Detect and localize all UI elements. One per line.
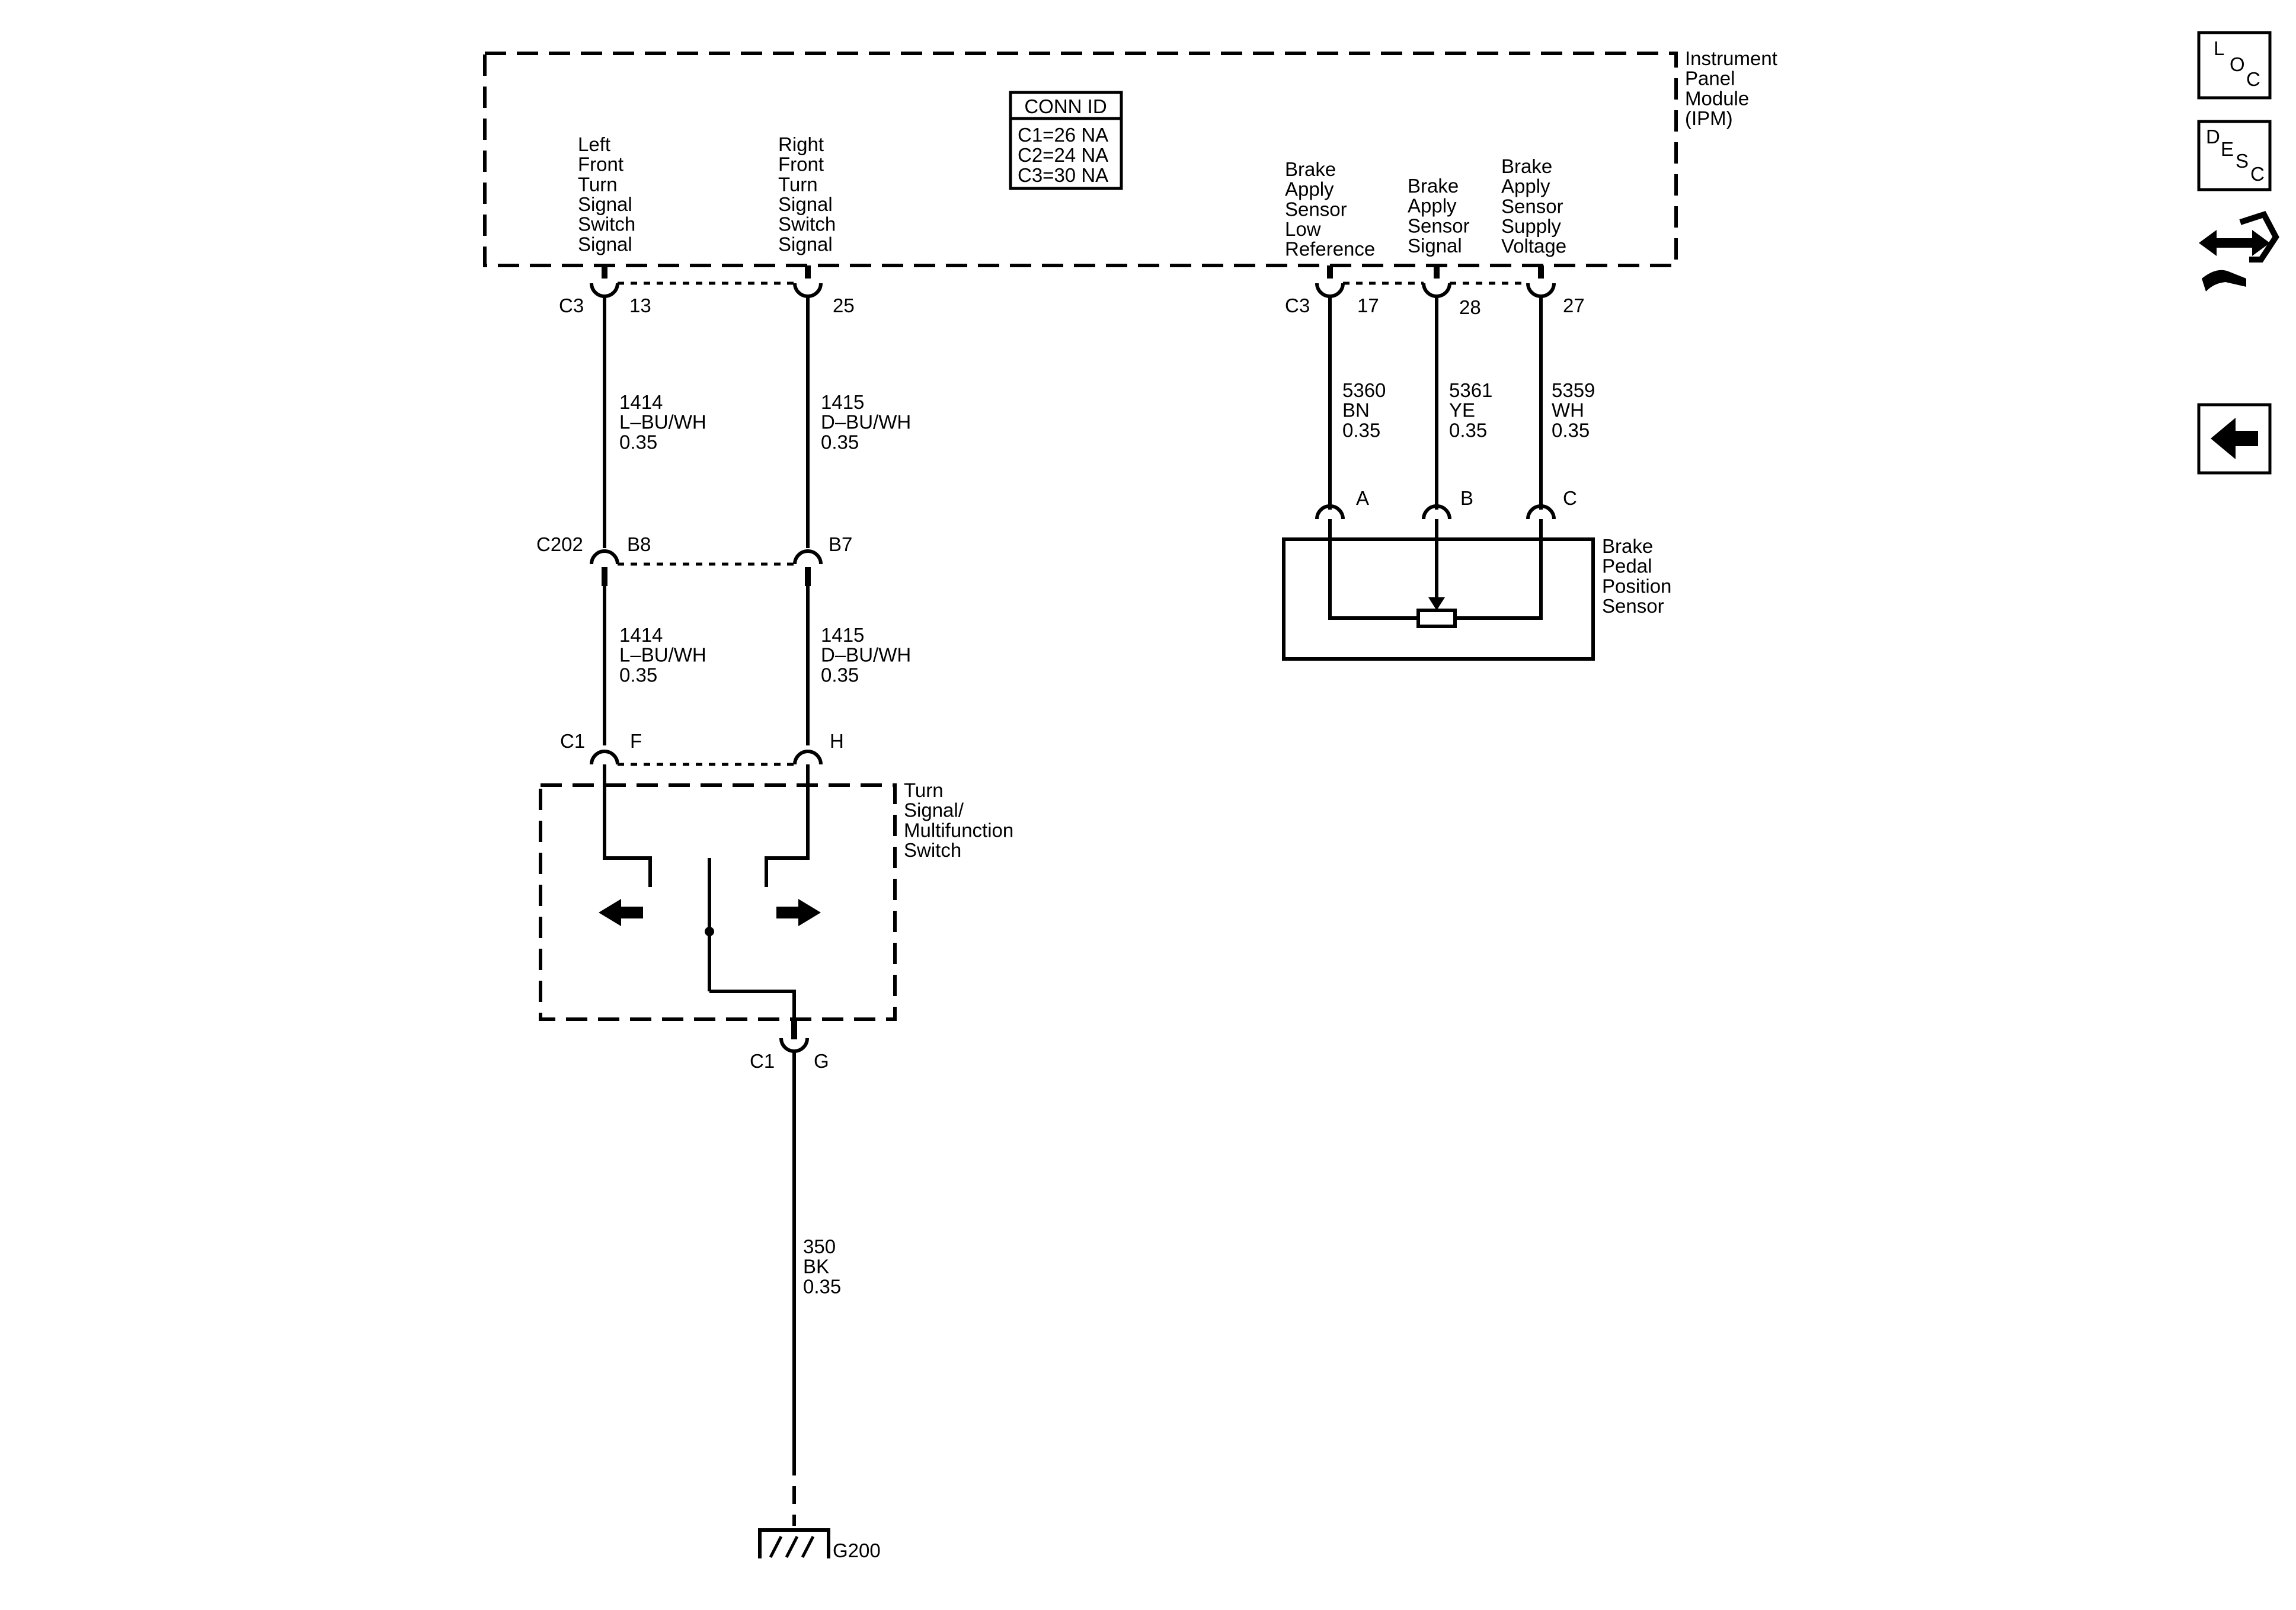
back-button[interactable]	[2197, 403, 2272, 475]
pin-27: 27	[1563, 295, 1585, 316]
connector-label-c3-left: C3	[559, 295, 584, 316]
back-arrow-icon	[2211, 418, 2258, 459]
conn-id-line-2: C2=24 NA	[1018, 144, 1108, 166]
turn-switch-frame	[539, 783, 897, 1021]
connector-icon[interactable]	[2199, 210, 2279, 292]
conn-id-line-1: C1=26 NA	[1018, 124, 1108, 146]
ipm-frame	[483, 52, 1678, 267]
connector-label-c3-right: C3	[1285, 295, 1310, 316]
pin-c: C	[1563, 487, 1577, 509]
connector-c3-left	[590, 265, 823, 298]
pin-g: G	[814, 1050, 829, 1072]
pin-13: 13	[629, 295, 651, 316]
connector-label-c1-top: C1	[560, 730, 585, 752]
ground-symbol	[758, 1528, 830, 1558]
connector-c202	[590, 549, 823, 586]
pin-h: H	[830, 730, 844, 752]
pin-17: 17	[1357, 295, 1379, 316]
desc-letter-c: C	[2250, 163, 2265, 185]
left-arrow-icon	[599, 899, 643, 926]
connector-sensor	[1315, 504, 1556, 520]
connector-label-c202: C202	[536, 533, 583, 555]
loc-letter-l: L	[2214, 37, 2224, 59]
loc-letter-c: C	[2246, 68, 2260, 90]
potentiometer-icon	[1328, 519, 1543, 628]
loc-letter-o: O	[2230, 53, 2245, 75]
desc-letter-e: E	[2221, 138, 2234, 160]
pin-28: 28	[1459, 296, 1481, 318]
desc-letter-d: D	[2206, 126, 2220, 148]
pin-b8: B8	[627, 533, 651, 555]
turn-switch-contacts	[603, 764, 810, 1020]
ground-label: G200	[833, 1539, 881, 1561]
pin-b: B	[1460, 487, 1473, 509]
conn-id-title: CONN ID	[1024, 95, 1107, 117]
pin-b7: B7	[829, 533, 852, 555]
loc-button[interactable]: L O C	[2197, 31, 2272, 100]
pin-a: A	[1356, 487, 1369, 509]
conn-id-line-3: C3=30 NA	[1018, 164, 1108, 186]
right-arrow-icon	[776, 899, 821, 926]
pin-25: 25	[833, 295, 855, 316]
connector-label-c1-bottom: C1	[750, 1050, 775, 1072]
desc-button[interactable]: D E S C	[2197, 120, 2272, 191]
connector-c1-top	[590, 750, 823, 766]
conn-id-box: CONN ID C1=26 NA C2=24 NA C3=30 NA	[1009, 91, 1123, 190]
desc-letter-s: S	[2236, 150, 2249, 172]
connector-c1-bottom	[779, 1038, 809, 1053]
connector-c3-right	[1315, 265, 1556, 298]
pin-f: F	[630, 730, 642, 752]
